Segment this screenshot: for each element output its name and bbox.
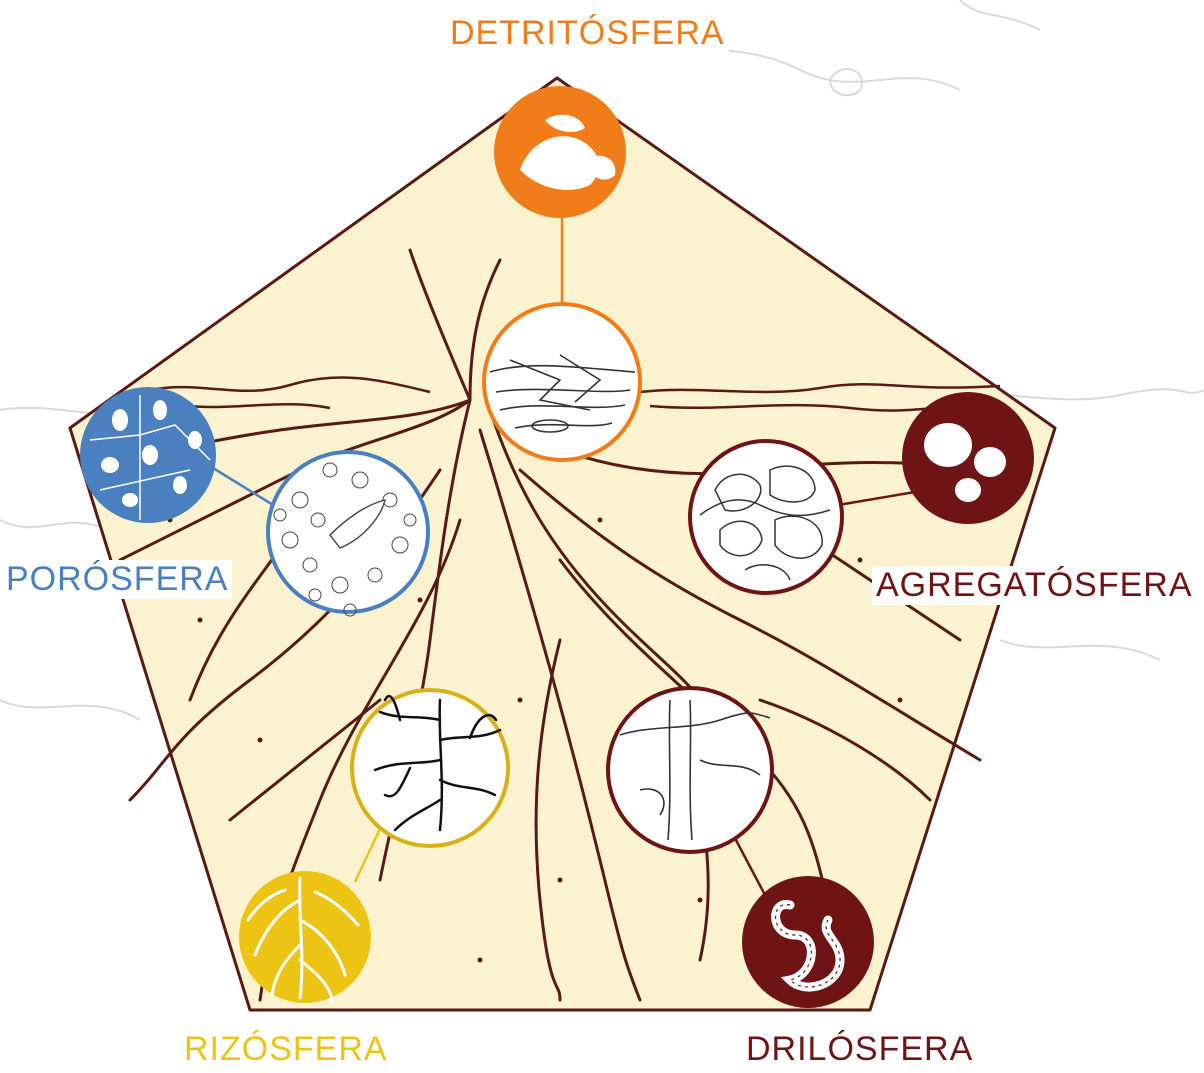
label-rizosfera: RIZÓSFERA bbox=[180, 1030, 392, 1069]
porosfera-detail bbox=[268, 452, 428, 616]
drilosfera-detail bbox=[608, 688, 772, 852]
drilosfera-icon bbox=[742, 876, 874, 1008]
label-drilosfera: DRILÓSFERA bbox=[742, 1030, 977, 1069]
detritosfera-detail bbox=[484, 304, 640, 460]
rizosfera-icon bbox=[239, 871, 371, 1003]
porosfera-icon bbox=[80, 387, 216, 523]
agregatosfera-detail bbox=[690, 441, 842, 593]
label-agregatosfera: AGREGATÓSFERA bbox=[872, 566, 1197, 605]
agregatosfera-icon bbox=[902, 392, 1034, 524]
detritosfera-icon bbox=[494, 86, 626, 218]
label-porosfera: PORÓSFERA bbox=[2, 560, 232, 599]
label-detritosfera: DETRITÓSFERA bbox=[446, 14, 729, 53]
rizosfera-detail bbox=[352, 690, 508, 846]
